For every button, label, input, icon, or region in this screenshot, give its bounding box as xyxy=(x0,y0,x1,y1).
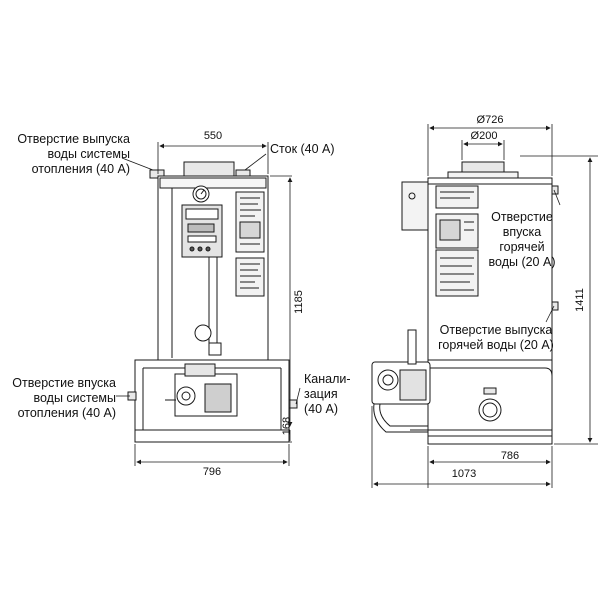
label-inlet-heating: Отверстие впуска воды системы отопления … xyxy=(12,376,116,420)
dim-total-height: 1411 xyxy=(574,288,586,312)
dim-total-width: 796 xyxy=(202,466,222,478)
side-base xyxy=(427,359,553,437)
dim-base-height: 168 xyxy=(281,416,293,436)
label-sewer: Канали- зация (40 А) xyxy=(304,372,351,416)
label-drain: Сток (40 А) xyxy=(270,142,335,156)
dim-depth: 786 xyxy=(500,450,520,462)
viewing-port xyxy=(478,398,502,422)
label-hot-water-outlet: Отверстие выпуска горячей воды (20 А) xyxy=(438,323,554,352)
dim-height: 1185 xyxy=(293,290,305,314)
front-view xyxy=(127,161,298,443)
dim-inner-diameter: Ø200 xyxy=(470,130,498,142)
dim-outer-diameter: Ø726 xyxy=(476,114,504,126)
front-dimensions xyxy=(116,142,301,466)
side-control-box xyxy=(401,181,429,231)
label-outlet-heating: Отверстие выпуска воды системы отопления… xyxy=(17,132,130,176)
side-dimensions xyxy=(371,124,598,488)
dim-top-width: 550 xyxy=(203,130,223,142)
label-hot-water-inlet: Отверстие впуска горячей воды (20 А) xyxy=(488,210,556,269)
side-view xyxy=(371,161,559,445)
front-chimney xyxy=(183,161,235,177)
side-sticker xyxy=(435,249,479,297)
dim-total-depth: 1073 xyxy=(451,468,477,480)
